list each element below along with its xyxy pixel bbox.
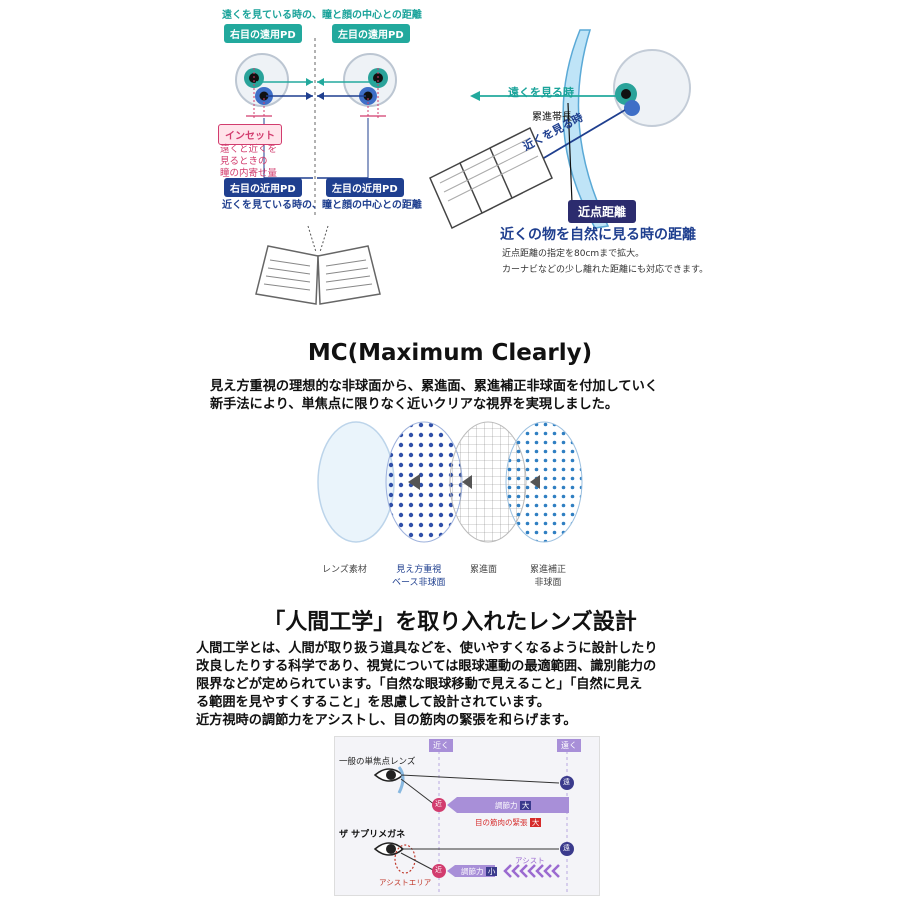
near-dot-2: 近 <box>435 866 442 874</box>
near-point-note-1: 近点距離の指定を80cmまで拡大。 <box>502 249 645 259</box>
muscle-tension-label: 目の筋肉の緊張 大 <box>475 818 542 827</box>
left-near-pd-label: 左目の近用PD <box>326 178 404 197</box>
far-label: 遠くを見る時 <box>508 86 574 99</box>
ergonomics-description: 人間工学とは、人間が取り扱う道具などを、使いやすくなるように設計したり 改良した… <box>196 641 658 728</box>
layer-label-3: 累進補正 非球面 <box>530 565 567 588</box>
inset-label: インセット <box>218 124 282 145</box>
far-header: 遠く <box>557 739 581 752</box>
layer-label-1: 見え方重視 ベース非球面 <box>392 565 446 588</box>
mc-title: MC(Maximum Clearly) <box>307 340 593 366</box>
assist-label: アシスト <box>515 856 545 865</box>
accommodation-large: 調節力 大 <box>495 801 532 810</box>
single-vision-label: 一般の単焦点レンズ <box>339 757 416 767</box>
right-distance-pd-label: 右目の遠用PD <box>224 24 302 43</box>
product-label: ザ サプリメガネ <box>339 830 406 840</box>
near-point-badge: 近点距離 <box>568 200 637 223</box>
inset-description: 遠くと近くを 見るときの 瞳の内寄せ量 <box>220 144 278 179</box>
corrective-aspheric-layer <box>505 421 583 543</box>
accommodation-small: 調節力 小 <box>461 867 498 876</box>
near-header: 近く <box>429 739 453 752</box>
lens-material-layer <box>317 421 395 543</box>
near-dot-1: 近 <box>435 800 442 808</box>
corridor-label: 累進帯長 <box>532 112 572 123</box>
left-distance-pd-label: 左目の遠用PD <box>332 24 410 43</box>
far-dot-2: 遠 <box>563 844 570 852</box>
lens-layers-illustration <box>317 421 583 543</box>
pd-eyes-illustration <box>235 38 397 218</box>
layer-label-2: 累進面 <box>470 565 498 575</box>
layer-label-0: レンズ素材 <box>322 565 367 575</box>
pd-top-caption: 遠くを見ている時の、瞳と顔の中心との距離 <box>222 10 422 21</box>
pd-bottom-caption: 近くを見ている時の、瞳と顔の中心との距離 <box>222 200 422 211</box>
right-near-pd-label: 右目の近用PD <box>224 178 302 197</box>
comparison-diagram: 近く 遠く 一般の単焦点レンズ 遠 近 調節力 大 目の筋肉の緊張 大 ザ サプ… <box>334 736 600 896</box>
open-book-icon <box>255 225 381 305</box>
mc-description: 見え方重視の理想的な非球面から、累進面、累進補正非球面を付加していく 新手法によ… <box>210 379 658 412</box>
far-dot-1: 遠 <box>563 778 570 786</box>
near-point-note-2: カーナビなどの少し離れた距離にも対応できます。 <box>502 265 709 275</box>
ergonomics-title: 「人間工学」を取り入れたレンズ設計 <box>263 610 637 635</box>
paper-stack-icon <box>429 126 553 230</box>
near-point-title: 近くの物を自然に見る時の距離 <box>500 227 696 243</box>
progressive-lens-illustration <box>429 29 691 230</box>
assist-area-label: アシストエリア <box>379 878 432 887</box>
